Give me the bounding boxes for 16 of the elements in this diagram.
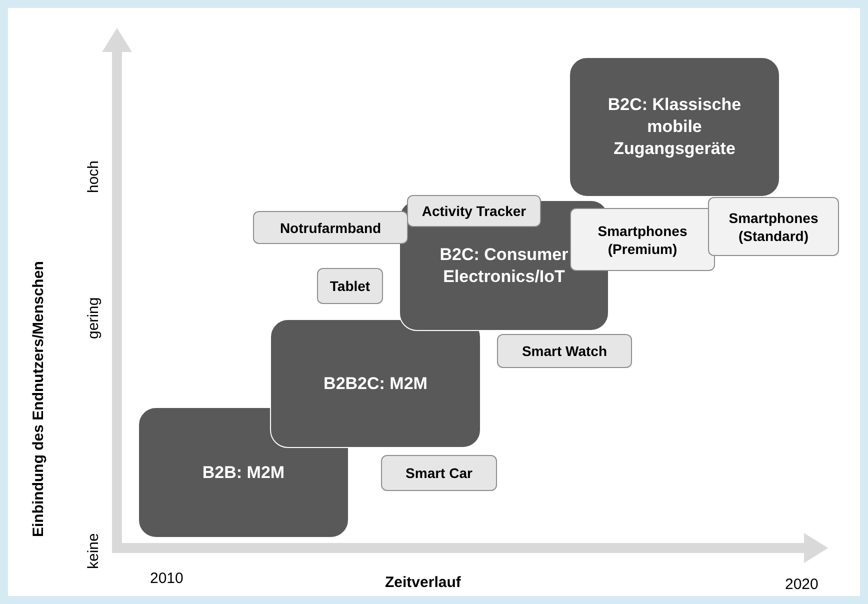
device-label-box: Smart Car <box>381 455 497 491</box>
device-label-box: Activity Tracker <box>407 195 541 227</box>
axis-tick-label: keine <box>85 533 102 569</box>
device-label-box: Smart Watch <box>497 334 632 368</box>
device-label-box: Tablet <box>317 268 383 304</box>
device-label-box: Smartphones (Premium) <box>570 208 715 271</box>
axis-tick-label: hoch <box>85 160 102 193</box>
axis-title: Zeitverlauf <box>385 574 461 591</box>
segment-box: B2B2C: M2M <box>270 319 481 448</box>
axis-tick-label: 2010 <box>150 570 184 587</box>
segment-box: B2C: Klassische mobile Zugangsgeräte <box>569 57 780 197</box>
axis-title: Einbindung des Endnutzers/Menschen <box>30 261 47 537</box>
axis-tick-label: 2020 <box>785 576 818 593</box>
device-label-box: Notrufarmband <box>253 211 408 244</box>
device-label-box: Smartphones (Standard) <box>708 197 839 256</box>
axis-tick-label: gering <box>85 297 102 339</box>
